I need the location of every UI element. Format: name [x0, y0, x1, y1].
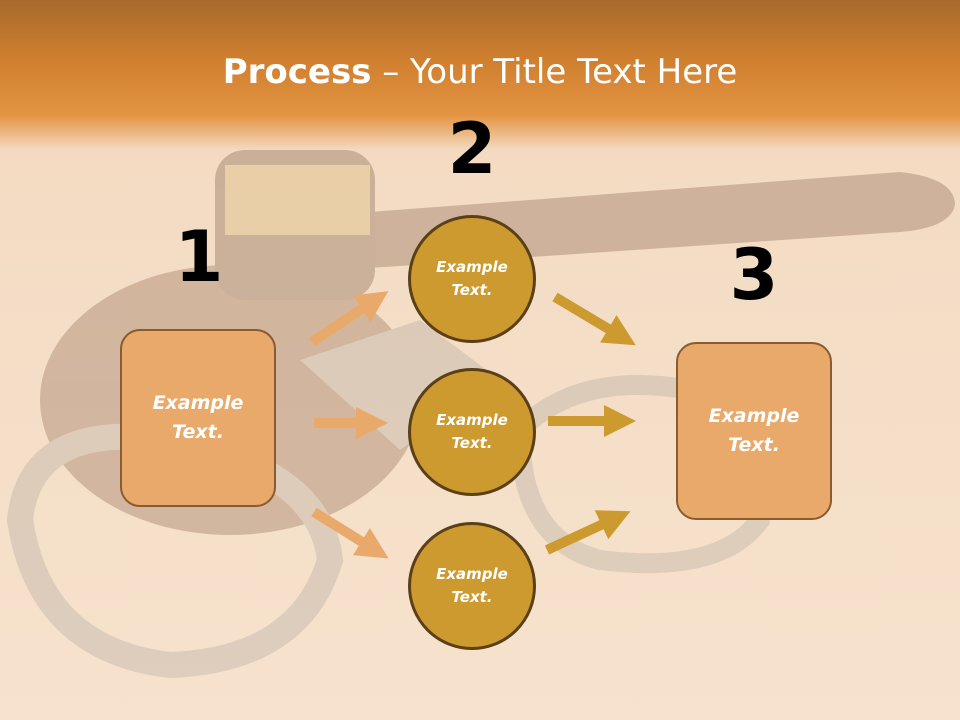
left-box-text: Example Text.: [152, 392, 244, 443]
right-box-text: Example Text.: [708, 405, 800, 456]
arrow-left-to-top: [309, 291, 389, 347]
circle-top: Example Text.: [408, 215, 536, 343]
title-bar: [0, 0, 960, 150]
circle-top-text: Example Text.: [436, 258, 508, 299]
slide-title: Process – Your Title Text Here: [0, 52, 960, 92]
arrow-bottom-to-right: [544, 510, 631, 555]
left-box: Example Text.: [120, 329, 276, 507]
arrow-top-to-right: [552, 292, 636, 346]
step-number-1: 1: [174, 216, 224, 298]
title-bold: Process: [222, 52, 372, 92]
circle-bottom: Example Text.: [408, 522, 536, 650]
circle-bottom-text: Example Text.: [436, 565, 508, 606]
arrow-left-to-bottom: [311, 507, 389, 559]
step-number-2: 2: [447, 108, 497, 190]
circle-middle-text: Example Text.: [436, 411, 508, 452]
circle-middle: Example Text.: [408, 368, 536, 496]
right-box: Example Text.: [676, 342, 832, 520]
title-rest: – Your Title Text Here: [371, 52, 738, 92]
step-number-3: 3: [729, 234, 779, 316]
